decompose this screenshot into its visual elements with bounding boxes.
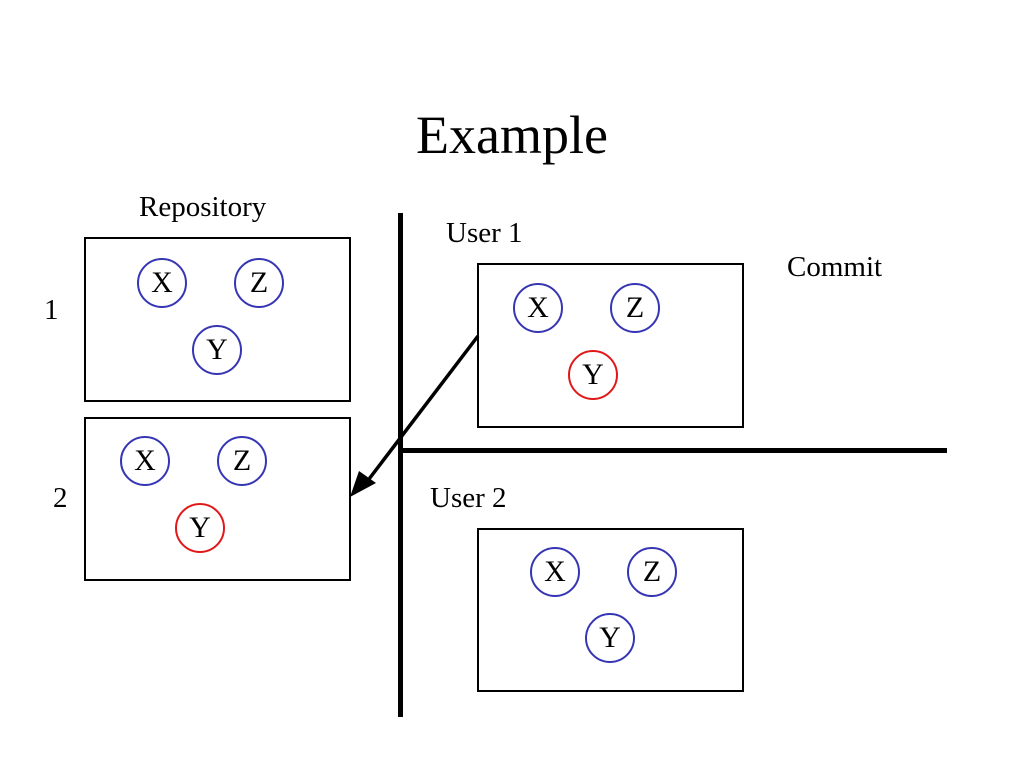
repo-version-label-2: 2 (53, 482, 68, 514)
horizontal-divider (400, 448, 947, 453)
repo-version-box-2 (84, 417, 351, 581)
vertical-divider (398, 213, 403, 717)
repo-version-label-1: 1 (44, 294, 59, 326)
node-x: X (513, 283, 563, 333)
repository-heading: Repository (139, 191, 267, 223)
node-x: X (530, 547, 580, 597)
node-y: Y (192, 325, 242, 375)
commit-arrow-head (350, 471, 376, 497)
node-z: Z (610, 283, 660, 333)
slide-title: Example (416, 105, 608, 165)
node-z: Z (217, 436, 267, 486)
user-1-workspace-box (477, 263, 744, 428)
node-x: X (120, 436, 170, 486)
commit-arrow-shaft (364, 334, 480, 485)
node-x: X (137, 258, 187, 308)
node-z: Z (234, 258, 284, 308)
commit-label: Commit (787, 251, 883, 283)
node-y-changed: Y (568, 350, 618, 400)
repo-version-box-1 (84, 237, 351, 402)
node-y-changed: Y (175, 503, 225, 553)
user-2-label: User 2 (430, 482, 507, 514)
node-y: Y (585, 613, 635, 663)
node-z: Z (627, 547, 677, 597)
user-2-workspace-box (477, 528, 744, 692)
user-1-label: User 1 (446, 217, 523, 249)
